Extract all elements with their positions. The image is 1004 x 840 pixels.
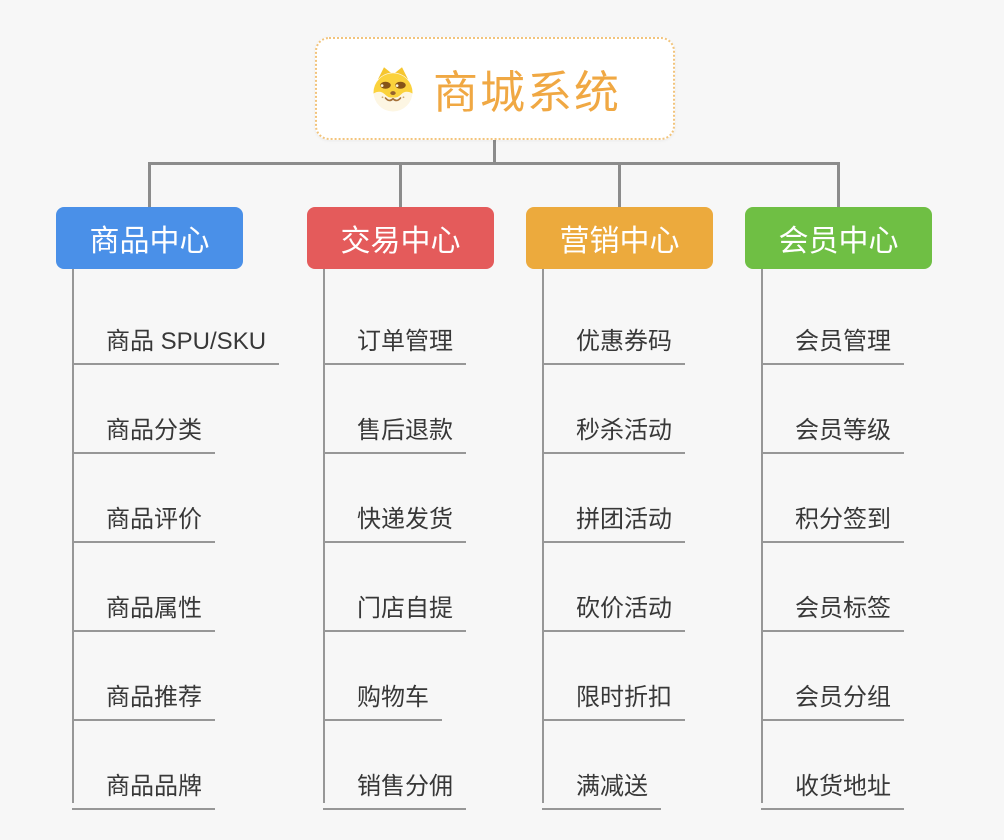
branch-topic-marketing-center[interactable]: 营销中心	[526, 207, 713, 269]
connector-line	[542, 268, 544, 803]
sub-topic[interactable]: 门店自提	[323, 579, 466, 632]
connector-line	[493, 138, 496, 164]
connector-line	[399, 163, 402, 207]
connector-line	[148, 162, 840, 165]
connector-line	[323, 268, 325, 803]
sub-topic[interactable]: 购物车	[323, 668, 442, 721]
sub-topic[interactable]: 会员等级	[761, 401, 904, 454]
sub-topic[interactable]: 优惠券码	[542, 312, 685, 365]
sub-topic[interactable]: 商品属性	[72, 579, 215, 632]
connector-line	[837, 163, 840, 207]
branch-label: 交易中心	[340, 225, 461, 258]
connector-line	[148, 163, 151, 207]
branch-topic-trade-center[interactable]: 交易中心	[307, 207, 494, 269]
sub-topic[interactable]: 商品推荐	[72, 668, 215, 721]
sub-topic[interactable]: 会员管理	[761, 312, 904, 365]
branch-label: 商品中心	[89, 225, 210, 258]
sub-topic[interactable]: 会员标签	[761, 579, 904, 632]
connector-line	[72, 268, 74, 803]
sub-topic[interactable]: 商品评价	[72, 490, 215, 543]
sub-topic[interactable]: 商品分类	[72, 401, 215, 454]
sub-topic[interactable]: 快递发货	[323, 490, 466, 543]
sub-topic[interactable]: 秒杀活动	[542, 401, 685, 454]
connector-line	[618, 163, 621, 207]
root-topic-title: 商城系统	[432, 67, 621, 118]
sub-topic[interactable]: 商品 SPU/SKU	[72, 312, 280, 365]
sub-topic[interactable]: 拼团活动	[542, 490, 685, 543]
sub-topic[interactable]: 收货地址	[761, 757, 904, 810]
root-topic[interactable]: 商城系统	[315, 37, 675, 140]
connector-line	[761, 268, 763, 803]
sub-topic[interactable]: 满减送	[542, 757, 661, 810]
sub-topic[interactable]: 会员分组	[761, 668, 904, 721]
branch-topic-goods-center[interactable]: 商品中心	[56, 207, 243, 269]
branch-label: 营销中心	[559, 225, 680, 258]
shiba-dog-icon	[373, 66, 413, 111]
sub-topic[interactable]: 限时折扣	[542, 668, 685, 721]
sub-topic[interactable]: 售后退款	[323, 401, 466, 454]
branch-topic-member-center[interactable]: 会员中心	[745, 207, 932, 269]
sub-topic[interactable]: 积分签到	[761, 490, 904, 543]
sub-topic[interactable]: 砍价活动	[542, 579, 685, 632]
sub-topic[interactable]: 销售分佣	[323, 757, 466, 810]
branch-label: 会员中心	[778, 225, 899, 258]
sub-topic[interactable]: 订单管理	[323, 312, 466, 365]
sub-topic[interactable]: 商品品牌	[72, 757, 215, 810]
